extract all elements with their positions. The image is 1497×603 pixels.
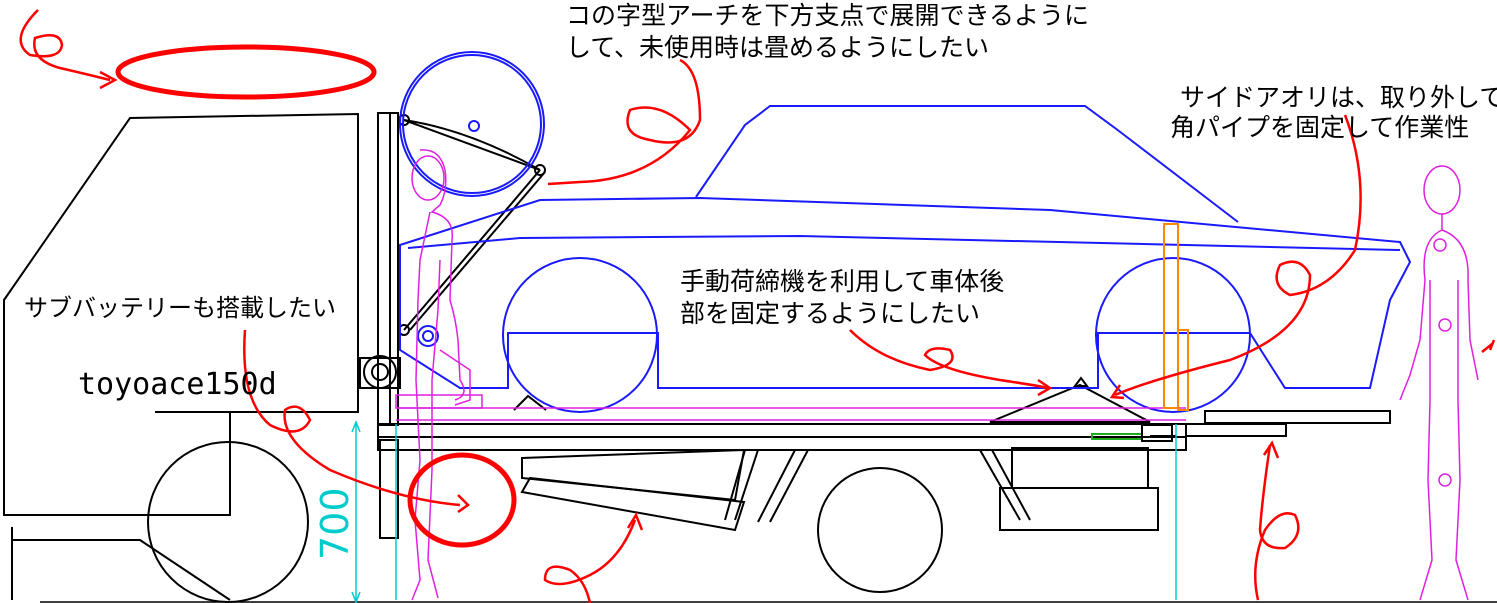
battery-tray	[999, 487, 1159, 531]
arch-lower-arm	[403, 169, 541, 331]
svg-text:手動荷締機を利用して車体後: 手動荷締機を利用して車体後	[680, 267, 1004, 296]
car-rear-wheel	[1095, 257, 1251, 413]
truck-body	[3, 112, 1497, 603]
rear-extension	[1185, 423, 1287, 437]
svg-text:して、未使用時は畳めるようにしたい: して、未使用時は畳めるようにしたい	[566, 33, 989, 62]
battery-box	[1011, 447, 1149, 489]
red-markup	[19, 9, 1496, 603]
arch-pivot	[417, 325, 439, 347]
car-outline	[399, 51, 1412, 413]
human-figure-front	[395, 149, 1186, 601]
winch-motor	[363, 355, 397, 389]
arch-upper-arm	[403, 119, 541, 171]
dimension-lines	[351, 419, 1177, 603]
markup-ellipse-top	[115, 44, 377, 100]
ramp-lower	[520, 476, 746, 532]
car-front-wheel	[502, 257, 658, 413]
annotation-battery: サブバッテリーも搭載したい	[24, 294, 336, 322]
side-posts	[1163, 223, 1189, 411]
rear-plate	[1204, 410, 1391, 424]
dimension-label: 700	[313, 487, 357, 560]
winch-mechanism	[1091, 424, 1176, 442]
annotation-winch: 手動荷締機を利用して車体後 部を固定するようにしたい	[680, 267, 1004, 328]
annotation-side-gate: サイドアオリは、取り外して 角パイプを固定して作業性	[1170, 83, 1497, 142]
car-cabin	[695, 105, 1239, 223]
svg-text:サイドアオリは、取り外して: サイドアオリは、取り外して	[1180, 83, 1497, 112]
winch-hook	[1073, 376, 1089, 387]
front-wheel	[147, 441, 309, 603]
markup-ellipse-wheel	[407, 452, 517, 548]
winch-frame	[989, 383, 1151, 423]
ramp-upper	[521, 448, 746, 502]
truck-model-label: toyoace150d	[78, 367, 277, 402]
svg-text:角パイプを固定して作業性: 角パイプを固定して作業性	[1170, 113, 1469, 142]
arch-wheel	[399, 51, 545, 197]
svg-text:コの字型アーチを下方支点で展開できるように: コの字型アーチを下方支点で展開できるように	[566, 1, 1089, 30]
human-figure-rear	[1399, 165, 1479, 601]
svg-text:部を固定するようにしたい: 部を固定するようにしたい	[680, 299, 980, 328]
rear-wheel	[817, 467, 943, 593]
annotation-arch: コの字型アーチを下方支点で展開できるように して、未使用時は畳めるようにしたい	[566, 1, 1089, 62]
